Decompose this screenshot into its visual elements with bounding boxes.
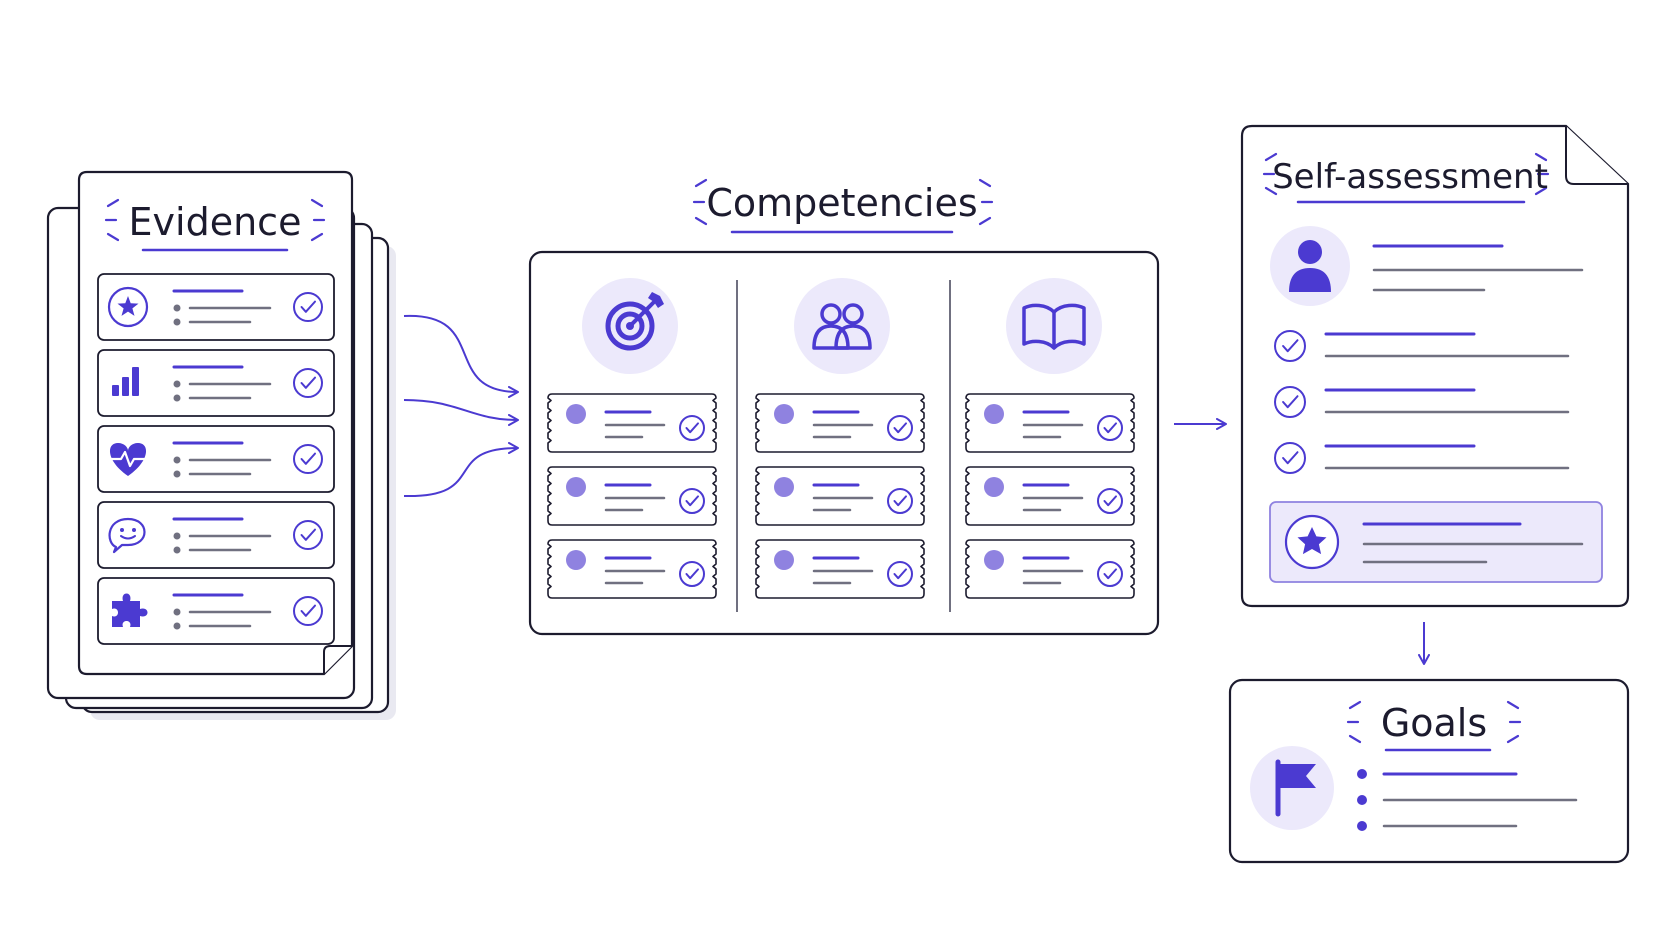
competency-card: [965, 539, 1135, 599]
check-circle-icon: [1274, 386, 1306, 418]
heart-pulse-icon: [109, 443, 147, 476]
chat-bubble-icon: [108, 517, 146, 554]
goals-list: [1357, 769, 1578, 831]
check-circle-icon: [293, 596, 323, 626]
evidence-item: [97, 349, 335, 417]
flag-icon: [1275, 759, 1316, 817]
evidence-item: [97, 577, 335, 645]
competency-card: [965, 466, 1135, 526]
evidence-stack: Evidence: [46, 170, 396, 720]
evidence-title-group: Evidence: [104, 198, 326, 252]
arrow-2: [403, 399, 519, 426]
self-assessment-title-group: Self-assessment: [1262, 152, 1550, 204]
self-assessment-title: Self-assessment: [1272, 157, 1548, 197]
competency-card: [547, 393, 717, 453]
check-circle-icon: [679, 488, 705, 514]
assessment-row: [1274, 330, 1570, 362]
assessment-row: [1274, 386, 1570, 418]
assessment-row: [1274, 442, 1570, 474]
competency-card: [547, 539, 717, 599]
evidence-title: Evidence: [129, 200, 302, 244]
self-assessment-document: Self-assessment: [1240, 124, 1630, 608]
open-book-icon: [1022, 303, 1086, 350]
competency-icon-circle: [794, 278, 890, 374]
check-circle-icon: [887, 488, 913, 514]
self-assessment-highlight: [1269, 501, 1603, 583]
check-circle-icon: [679, 415, 705, 441]
competencies-title: Competencies: [706, 181, 977, 225]
target-icon: [605, 292, 664, 351]
person-icon: [1289, 240, 1331, 292]
goals-title-group: Goals: [1346, 700, 1522, 752]
arrow-3: [403, 442, 519, 498]
competency-columns: [547, 278, 1135, 599]
competency-card: [547, 466, 717, 526]
competency-card: [965, 393, 1135, 453]
goals-card: Goals: [1228, 678, 1630, 864]
highlight-star-icon: [1297, 527, 1327, 555]
star-icon: [107, 286, 149, 328]
check-circle-icon: [1097, 415, 1123, 441]
check-circle-icon: [1274, 330, 1306, 362]
competency-card: [755, 539, 925, 599]
check-circle-icon: [293, 444, 323, 474]
puzzle-icon: [112, 593, 148, 627]
check-circle-icon: [679, 561, 705, 587]
people-icon: [812, 303, 872, 350]
competency-column: [547, 278, 717, 599]
self-assessment-profile: [1270, 226, 1584, 306]
competency-card: [755, 393, 925, 453]
bar-chart-icon: [112, 367, 139, 396]
evidence-item: [97, 501, 335, 569]
check-circle-icon: [887, 415, 913, 441]
evidence-list: [97, 273, 335, 645]
spark-marks-right: [310, 198, 326, 242]
competency-column: [755, 278, 925, 599]
competency-column: [965, 278, 1135, 599]
self-assessment-checklist: [1274, 330, 1570, 474]
profile-avatar: [1270, 226, 1350, 306]
goals-title: Goals: [1381, 701, 1487, 745]
check-circle-icon: [1097, 488, 1123, 514]
check-circle-icon: [293, 368, 323, 398]
check-circle-icon: [1274, 442, 1306, 474]
check-circle-icon: [293, 520, 323, 550]
check-circle-icon: [1097, 561, 1123, 587]
competency-card: [755, 466, 925, 526]
evidence-item: [97, 273, 335, 341]
spark-marks-left: [104, 198, 120, 242]
check-circle-icon: [887, 561, 913, 587]
competencies-panel: Competencies: [528, 178, 1160, 636]
arrow-1: [403, 314, 519, 398]
competencies-title-group: Competencies: [692, 178, 994, 234]
evidence-item: [97, 425, 335, 493]
evidence-to-competencies-arrows: [403, 314, 519, 498]
check-circle-icon: [293, 292, 323, 322]
